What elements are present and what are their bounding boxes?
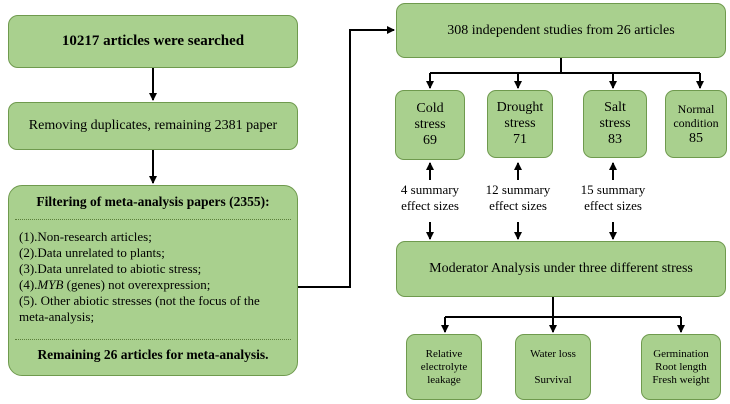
search-box: 10217 articles were searched [8, 15, 298, 68]
summary-salt-line1: 15 summary [580, 182, 646, 197]
filter-footer: Remaining 26 articles for meta-analysis. [37, 347, 269, 362]
cold-label-2: stress [414, 117, 446, 132]
filter-item-4-rest: (genes) not overexpression; [63, 277, 211, 292]
summary-drought: 12 summary effect sizes [468, 182, 568, 214]
filter-item-1: (1).Non-research articles; [19, 229, 152, 244]
outcome-electrolyte-line1: Relative [425, 347, 463, 360]
outcome-germination-line1: Germination [653, 347, 709, 360]
moderator-box: Moderator Analysis under three different… [396, 241, 726, 297]
summary-salt: 15 summary effect sizes [563, 182, 663, 214]
drought-count: 71 [512, 132, 527, 147]
outcome-electrolyte-box: Relative electrolyte leakage [406, 334, 482, 400]
outcome-water-box: Water loss Survival [515, 334, 591, 400]
studies-box-text: 308 independent studies from 26 articles [447, 22, 675, 38]
outcome-water-line1: Water loss [530, 347, 576, 360]
normal-condition-box: Normal condition 85 [665, 90, 727, 158]
salt-stress-box: Salt stress 83 [583, 90, 647, 158]
moderator-box-text: Moderator Analysis under three different… [429, 261, 693, 276]
filter-separator-bottom [15, 339, 291, 340]
summary-drought-line2: effect sizes [489, 198, 547, 213]
drought-label-2: stress [504, 116, 536, 131]
salt-count: 83 [608, 132, 622, 147]
filter-item-5-cont: meta-analysis; [19, 309, 95, 324]
summary-cold: 4 summary effect sizes [380, 182, 480, 214]
filter-item-2: (2).Data unrelated to plants; [19, 245, 165, 260]
filter-item-5: (5). Other abiotic stresses (not the foc… [19, 293, 260, 308]
dedup-box: Removing duplicates, remaining 2381 pape… [8, 102, 298, 150]
drought-label-1: Drought [496, 100, 544, 115]
summary-drought-line1: 12 summary [485, 182, 551, 197]
filter-separator-top [15, 219, 291, 220]
filter-item-3: (3).Data unrelated to abiotic stress; [19, 261, 202, 276]
salt-label-2: stress [599, 116, 631, 131]
search-box-text: 10217 articles were searched [61, 33, 245, 49]
filter-title: Filtering of meta-analysis papers (2355)… [36, 194, 270, 209]
filter-item-4-prefix: (4). [19, 277, 38, 292]
outcome-water-line2 [530, 361, 576, 374]
filter-item-4-gene: MYB [37, 277, 64, 292]
dedup-box-text: Removing duplicates, remaining 2381 pape… [28, 118, 278, 133]
cold-stress-box: Cold stress 69 [395, 90, 465, 160]
outcome-germination-line2: Root length [655, 360, 707, 373]
cold-label-1: Cold [416, 101, 444, 116]
filter-list: (1).Non-research articles; (2).Data unre… [19, 229, 295, 325]
arrow-filter-to-studies [298, 26, 395, 288]
normal-count: 85 [688, 130, 703, 146]
cold-count: 69 [423, 133, 437, 148]
normal-label-2: condition [673, 115, 719, 130]
summary-cold-line1: 4 summary [400, 182, 460, 197]
summary-salt-line2: effect sizes [584, 198, 642, 213]
studies-box: 308 independent studies from 26 articles [396, 3, 726, 58]
outcome-electrolyte-line3: leakage [427, 373, 461, 386]
outcome-germination-line3: Fresh weight [652, 373, 710, 386]
outcome-germination-box: Germination Root length Fresh weight [641, 334, 721, 400]
normal-label-1: Normal [677, 101, 715, 116]
summary-cold-line2: effect sizes [401, 198, 459, 213]
outcome-electrolyte-line2: electrolyte [420, 360, 468, 373]
filter-box: Filtering of meta-analysis papers (2355)… [8, 185, 298, 376]
outcome-water-line3: Survival [534, 373, 572, 386]
filter-item-4: (4).MYB (genes) not overexpression; [19, 277, 295, 293]
drought-stress-box: Drought stress 71 [487, 90, 553, 158]
salt-label-1: Salt [604, 100, 626, 115]
